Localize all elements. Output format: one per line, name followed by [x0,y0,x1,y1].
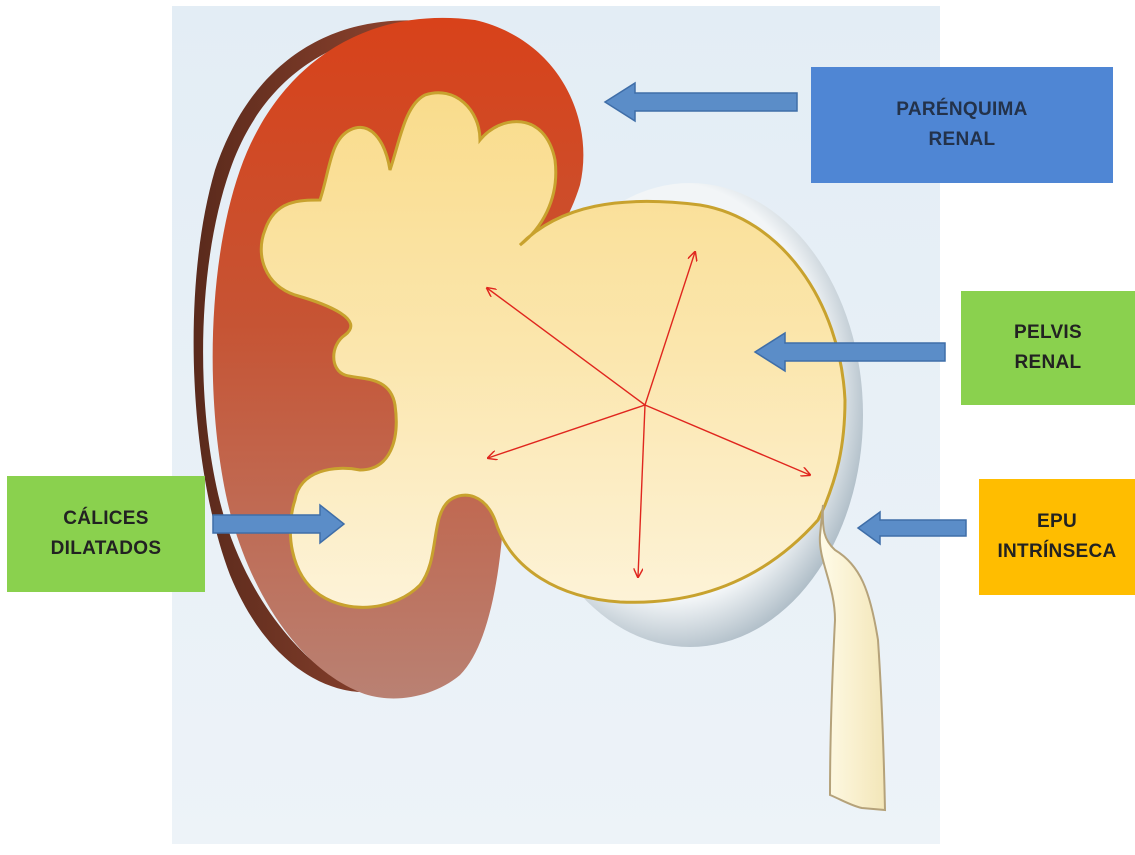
label-calices-line1: CÁLICES [63,504,149,534]
label-calices-line2: DILATADOS [51,534,162,564]
label-calices-dilatados: CÁLICES DILATADOS [7,476,205,592]
label-epu-line1: EPU [1037,507,1077,537]
label-parenquima-line2: RENAL [929,125,996,155]
label-epu-intrinseca: EPU INTRÍNSECA [979,479,1135,595]
label-pelvis-line2: RENAL [1015,348,1082,378]
label-pelvis-renal: PELVIS RENAL [961,291,1135,405]
label-parenquima-line1: PARÉNQUIMA [896,95,1027,125]
label-pelvis-line1: PELVIS [1014,318,1082,348]
label-epu-line2: INTRÍNSECA [997,537,1116,567]
label-parenquima-renal: PARÉNQUIMA RENAL [811,67,1113,183]
